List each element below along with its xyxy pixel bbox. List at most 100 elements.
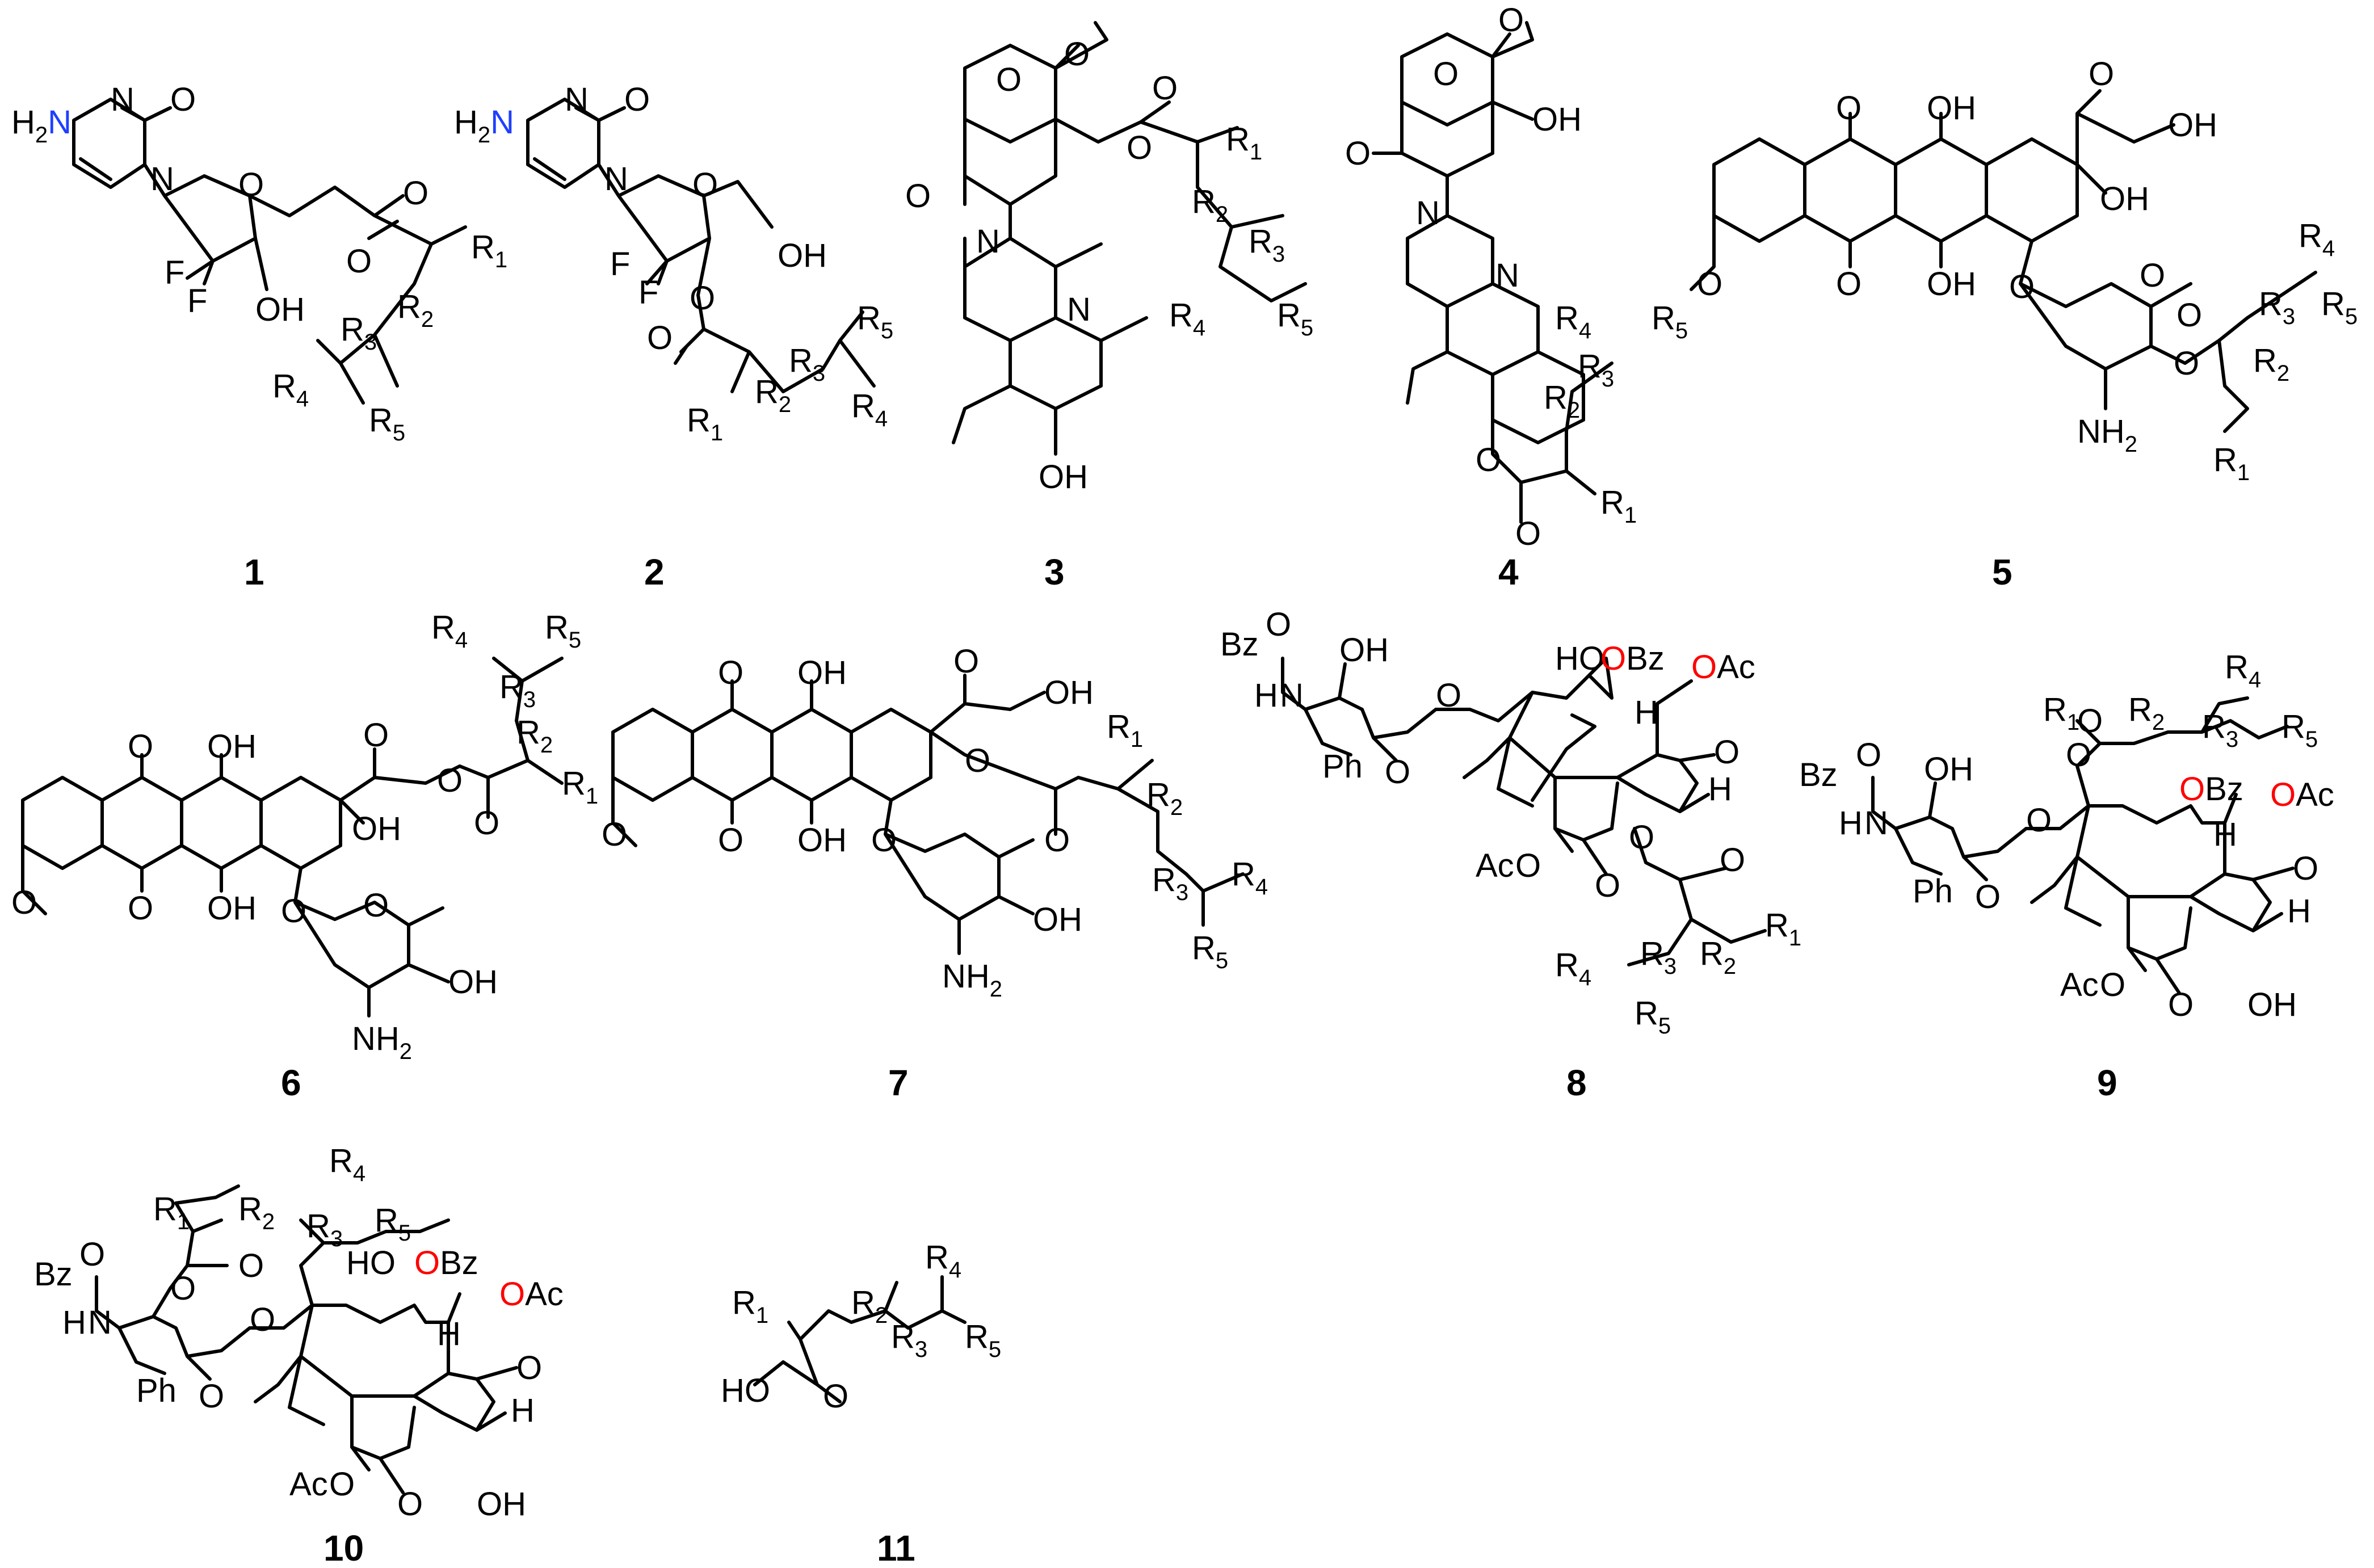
svg-text:R2: R2 <box>397 288 434 332</box>
substituent-subscript: 5 <box>2305 727 2318 752</box>
svg-text:R1: R1 <box>2213 442 2250 485</box>
compound-11: HO O R1 R2 R3 R4 R5 11 <box>721 1239 1001 1568</box>
atom-label: O <box>2140 257 2165 294</box>
substituent-label: R <box>1635 995 1658 1032</box>
atom-label: N <box>1864 805 1888 842</box>
atom-label: O <box>1691 649 1717 686</box>
atom-label-suffix: Bz <box>440 1245 478 1281</box>
atom-label: O <box>1629 819 1654 856</box>
svg-text:R1: R1 <box>687 402 723 445</box>
atom-label: Ac <box>1476 847 1514 884</box>
substituent-label: R <box>306 1208 330 1245</box>
atom-label: H <box>1708 771 1732 808</box>
atom-label: N <box>1495 257 1519 294</box>
substituent-label: R <box>1277 297 1301 334</box>
substituent-label: R <box>687 402 711 439</box>
atom-label: OH <box>1033 901 1082 938</box>
svg-text:R1: R1 <box>1226 121 1262 165</box>
substituent-subscript: 2 <box>875 1303 888 1328</box>
substituent-subscript: 4 <box>1579 965 1591 990</box>
substituent-subscript: 2 <box>421 307 434 332</box>
substituent-subscript: 4 <box>875 406 888 431</box>
atom-label-subscript: 2 <box>478 123 490 148</box>
atom-label: OH <box>352 810 401 847</box>
substituent-label: R <box>2128 691 2152 728</box>
substituent-subscript: 3 <box>330 1226 343 1251</box>
atom-label: HO <box>1555 640 1604 677</box>
atom-label: N <box>976 223 1000 260</box>
substituent-subscript: 3 <box>813 361 825 386</box>
atom-label: O <box>1720 842 1745 878</box>
svg-text:OAc: OAc <box>499 1276 564 1313</box>
substituent-label: R <box>1146 776 1170 813</box>
atom-label: N <box>88 1304 112 1341</box>
svg-text:R4: R4 <box>1232 856 1268 899</box>
atom-label-suffix: Bz <box>2205 771 2243 808</box>
atom-label: NH <box>942 958 990 995</box>
substituent-label: R <box>153 1191 177 1228</box>
substituent-label: R <box>2253 342 2277 379</box>
bonds <box>526 98 876 393</box>
atom-label: O <box>2176 297 2202 334</box>
substituent-label: R <box>2259 285 2283 322</box>
substituent-subscript: 3 <box>1176 880 1188 905</box>
substituent-label: R <box>369 402 393 439</box>
svg-text:R5: R5 <box>545 609 581 653</box>
atom-label: O <box>2009 268 2035 305</box>
atom-label-suffix: N <box>490 104 514 141</box>
substituent-label: R <box>1765 907 1789 944</box>
substituent-subscript: 1 <box>1250 140 1262 165</box>
substituent-label: R <box>1600 484 1624 521</box>
atom-label: O <box>718 654 743 691</box>
svg-text:R4: R4 <box>1555 947 1591 990</box>
atom-label: O <box>2100 966 2125 1003</box>
substituent-subscript: 4 <box>296 386 309 411</box>
atom-label: O <box>11 884 37 921</box>
compound-6: O OH O O O OH O OH O O O OH NH2 R1 R2 R3… <box>11 609 598 1103</box>
atom-label: O <box>516 1350 542 1386</box>
substituent-label: R <box>851 388 875 424</box>
svg-text:NH2: NH2 <box>942 958 1002 1002</box>
substituent-subscript: 1 <box>2237 460 2250 485</box>
substituent-label: R <box>1169 297 1193 334</box>
svg-text:R1: R1 <box>153 1191 190 1234</box>
substituent-subscript: 4 <box>2249 667 2261 692</box>
compound-number: 8 <box>1566 1062 1587 1103</box>
atom-label: O <box>363 887 389 924</box>
atom-label: O <box>718 822 743 859</box>
atom-label: Ac <box>2060 966 2099 1003</box>
atom-label-suffix: Ac <box>1717 649 1755 686</box>
atom-label: OH <box>797 822 847 859</box>
bonds <box>1281 657 1767 966</box>
svg-text:R2: R2 <box>1544 379 1580 423</box>
bonds <box>1690 89 2317 433</box>
substituent-subscript: 4 <box>1579 318 1591 343</box>
substituent-subscript: 5 <box>393 421 405 445</box>
atom-label: O <box>1064 36 1090 73</box>
svg-text:R3: R3 <box>1249 223 1285 267</box>
bonds <box>21 657 564 1018</box>
atom-label: H <box>437 1315 461 1352</box>
bonds <box>753 1275 967 1403</box>
svg-text:OBz: OBz <box>2179 771 2243 808</box>
atom-label: H <box>1839 805 1863 842</box>
atom-label: O <box>965 742 990 779</box>
compound-8: Bz O H N OH Ph O O HO OBz OAc H O H Ac O… <box>1220 606 1801 1103</box>
substituent-subscript: 1 <box>2067 710 2079 735</box>
atom-label: O <box>79 1236 105 1273</box>
atom-label: O <box>1498 2 1524 39</box>
bonds <box>952 21 1307 456</box>
atom-label: N <box>1067 291 1091 328</box>
atom-label: O <box>2174 345 2199 382</box>
atom-label: H <box>2213 816 2237 853</box>
atom-label: O <box>692 166 718 203</box>
substituent-label: R <box>1192 930 1216 966</box>
substituent-subscript: 4 <box>1255 875 1268 899</box>
atom-label: O <box>2077 703 2103 739</box>
svg-text:NH2: NH2 <box>352 1020 412 1064</box>
compound-5: O OH O OH OH O O OH O O O O NH2 R1 R2 R3… <box>1690 56 2358 592</box>
compound-10: Bz O H N O O Ph O O HO OBz OAc H O H Ac … <box>34 1142 564 1568</box>
atom-label: O <box>2168 986 2194 1023</box>
substituent-label: R <box>1544 379 1568 416</box>
substituent-subscript: 3 <box>364 330 377 355</box>
